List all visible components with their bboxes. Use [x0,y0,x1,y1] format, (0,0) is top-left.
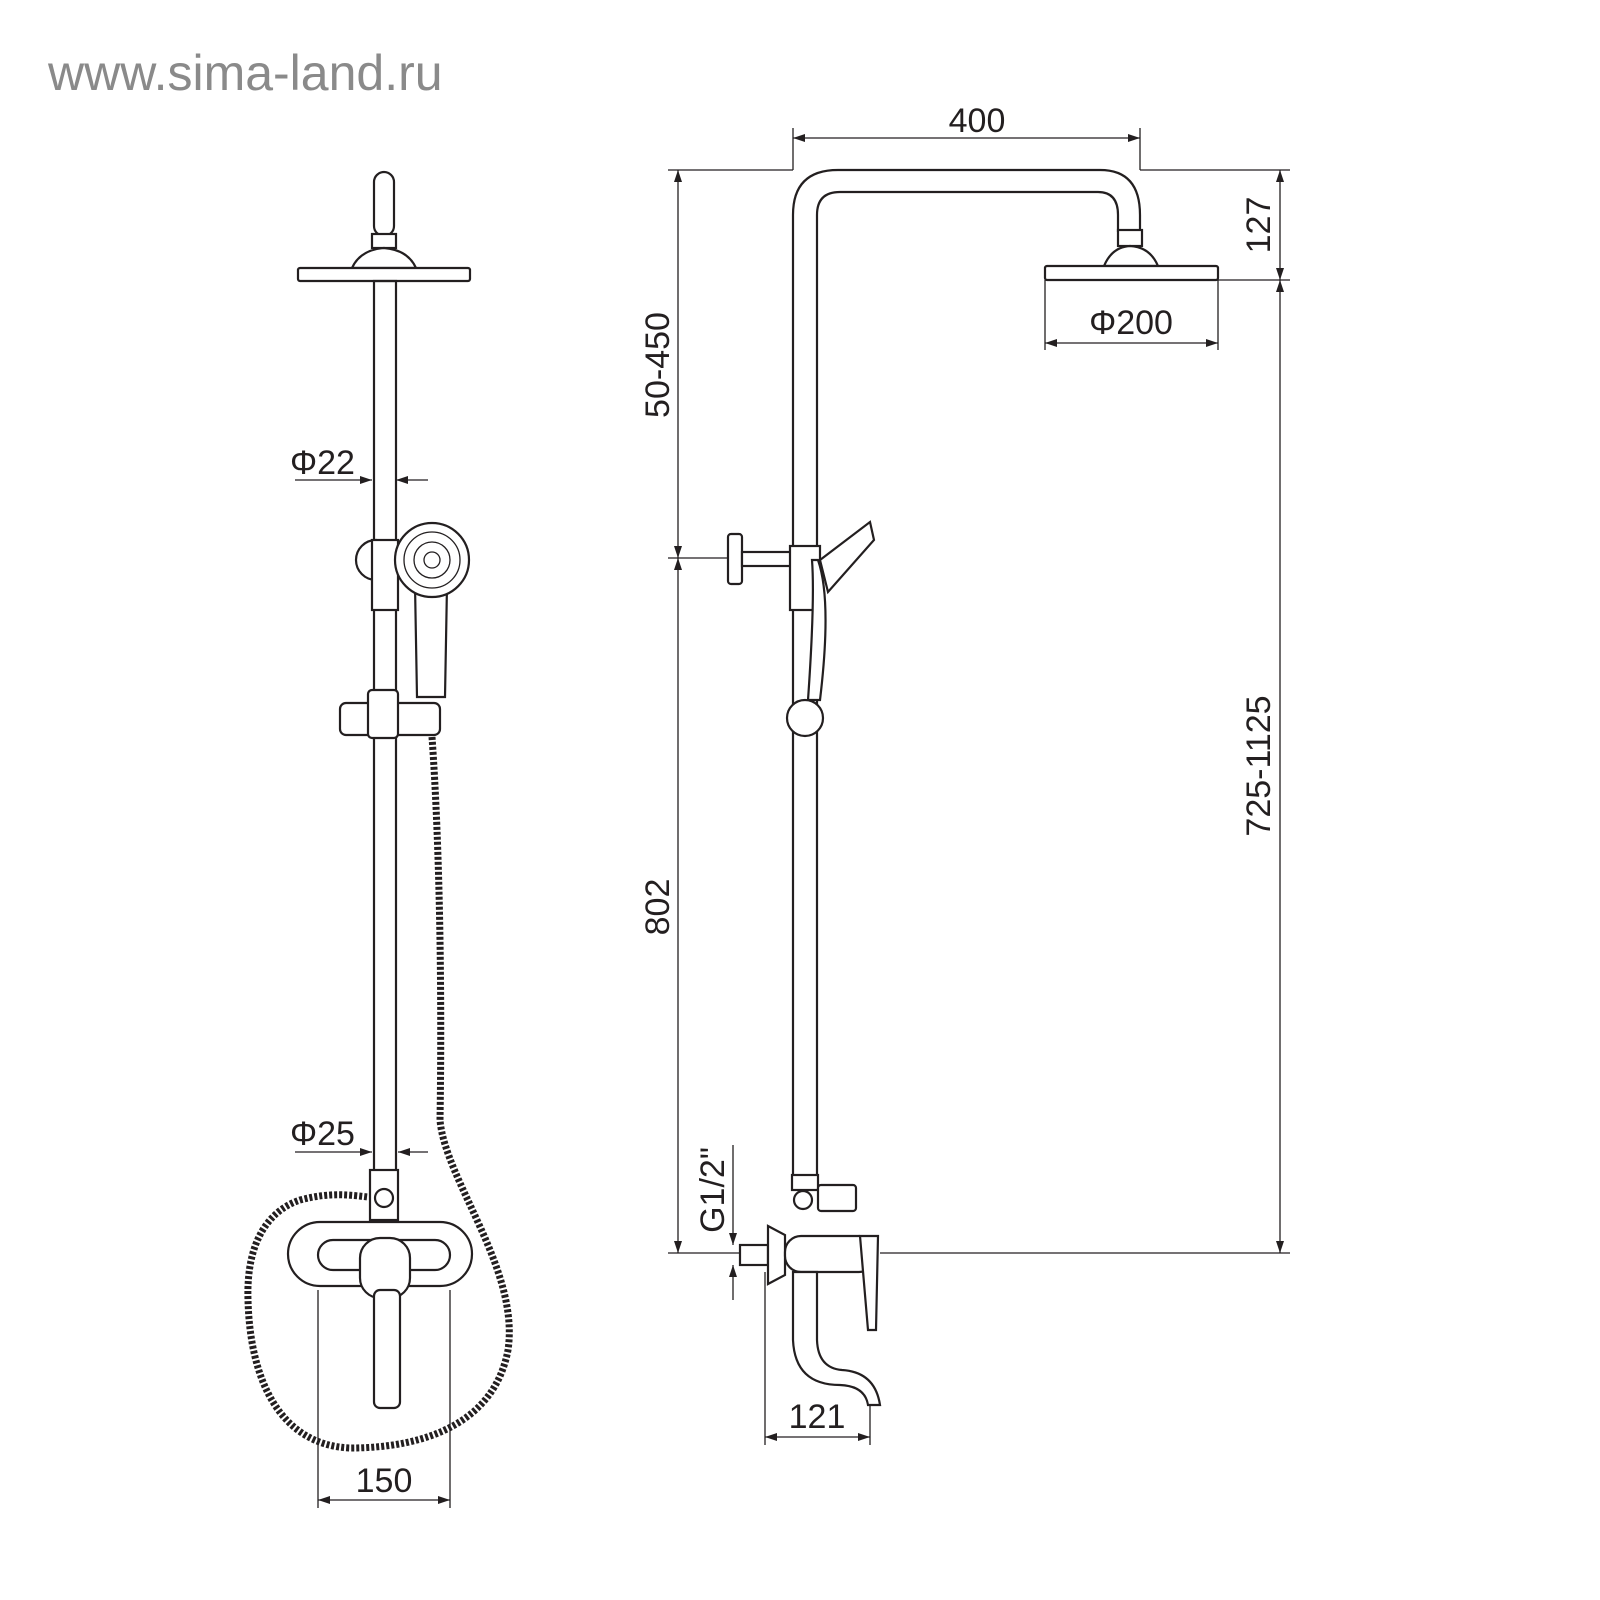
diverter-knob [792,1189,814,1211]
hand-shower-handle [413,583,449,699]
pipe-coupling [790,1173,820,1192]
wall-thread [738,1243,770,1267]
side-view: 400 127 725-1125 Φ200 50-450 802 G1/2" 1… [639,102,1290,1445]
mixer-lever [858,1234,880,1332]
overhead-shower-head [1043,264,1220,282]
watermark: www.sima-land.ru [47,45,443,101]
dim-thread: G1/2" [694,1147,732,1233]
dim-spout-reach: 121 [789,1398,846,1436]
slider-knob [785,698,825,738]
bath-spout [372,1288,402,1410]
wall-flange [766,1224,787,1286]
hand-shower-head [393,521,471,599]
dim-mixer-spacing: 150 [356,1462,413,1500]
dim-head-diameter: Φ200 [1089,304,1173,342]
hand-shower-head [818,520,876,595]
front-view: Φ22 Φ25 150 [244,170,513,1508]
overhead-shower-head [296,266,472,283]
head-nut [1116,228,1144,248]
dim-slider-range: 50-450 [639,312,677,418]
dim-height-range: 725-1125 [1240,695,1278,836]
top-cap [372,170,396,238]
head-nut [370,232,398,250]
wall-holder [726,532,744,586]
dim-pipe-lower-diameter: Φ25 [290,1115,355,1153]
shower-arm-inner [815,190,1120,1175]
diverter [816,1183,858,1213]
dim-head-height: 127 [1240,197,1278,254]
holder-clamp [370,538,400,612]
head-dome [350,246,418,270]
shower-hose [244,736,513,1452]
dim-mixer-to-slider: 802 [639,879,677,936]
shower-arm-outer [791,168,1142,1175]
dim-pipe-upper-diameter: Φ22 [290,444,355,482]
dim-arm-reach: 400 [949,102,1006,140]
bath-spout [791,1270,882,1407]
